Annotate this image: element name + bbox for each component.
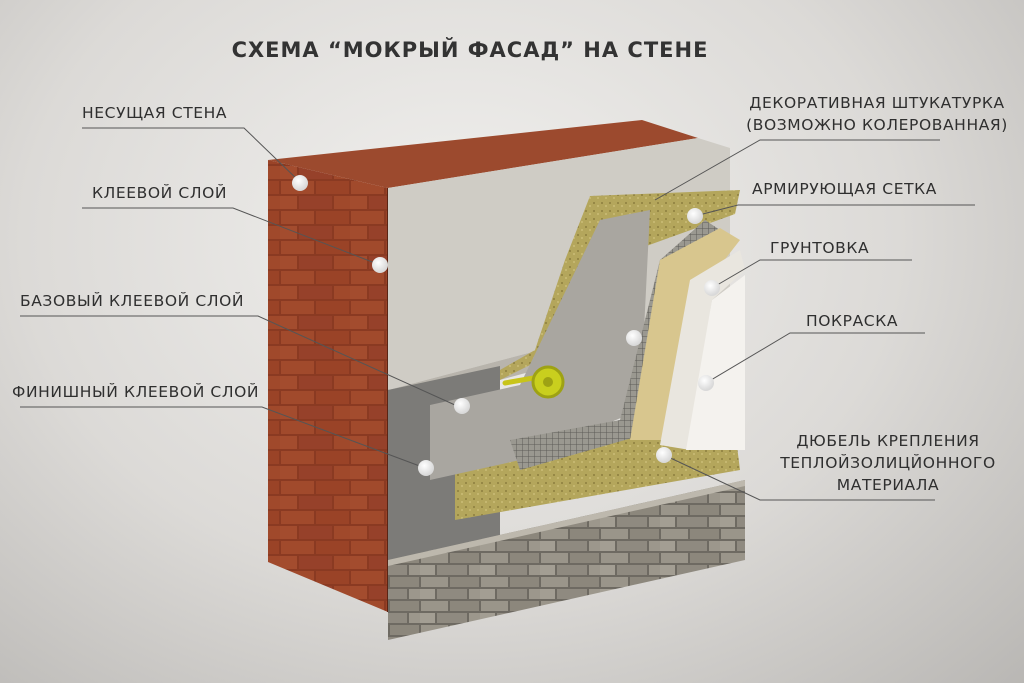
label-decorative-plaster-line2: (ВОЗМОЖНО КОЛЕРОВАННАЯ) bbox=[746, 116, 1008, 134]
callout-dot bbox=[418, 460, 434, 476]
label-dowel-line1: ДЮБЕЛЬ КРЕПЛЕНИЯ bbox=[796, 432, 980, 450]
label-primer: ГРУНТОВКА bbox=[770, 239, 870, 257]
callout-dot bbox=[372, 257, 388, 273]
label-dowel-line2: ТЕПЛОЙЗОЛИЦЙОННОГО bbox=[780, 454, 996, 472]
base-adhesive-layer bbox=[430, 210, 650, 480]
brick-wall-top bbox=[268, 120, 698, 188]
diagram-title: СХЕМА “МОКРЫЙ ФАСАД” НА СТЕНЕ bbox=[231, 38, 709, 62]
label-paint: ПОКРАСКА bbox=[806, 312, 899, 330]
label-base-adhesive-layer: БАЗОВЫЙ КЛЕЕВОЙ СЛОЙ bbox=[20, 292, 245, 310]
callout-dot bbox=[687, 208, 703, 224]
stone-plinth bbox=[388, 480, 745, 640]
callout-dot bbox=[656, 447, 672, 463]
label-dowel-line3: МАТЕРИАЛА bbox=[836, 476, 940, 494]
callout-dots bbox=[292, 175, 720, 476]
label-finish-adhesive-layer: ФИНИШНЫЙ КЛЕЕВОЙ СЛОЙ bbox=[12, 383, 260, 401]
callout-dot bbox=[626, 330, 642, 346]
label-decorative-plaster-line1: ДЕКОРАТИВНАЯ ШТУКАТУРКА bbox=[749, 94, 1005, 112]
label-dowel: ДЮБЕЛЬ КРЕПЛЕНИЯ ТЕПЛОЙЗОЛИЦЙОННОГО МАТЕ… bbox=[770, 430, 1006, 496]
callout-dot bbox=[454, 398, 470, 414]
paint-layer bbox=[686, 275, 745, 450]
label-reinforcing-mesh: АРМИРУЮЩАЯ СЕТКА bbox=[752, 180, 937, 198]
callout-dot bbox=[292, 175, 308, 191]
label-decorative-plaster: ДЕКОРАТИВНАЯ ШТУКАТУРКА (ВОЗМОЖНО КОЛЕРО… bbox=[732, 92, 1022, 136]
label-adhesive-layer: КЛЕЕВОЙ СЛОЙ bbox=[92, 184, 228, 202]
primer-layer bbox=[660, 250, 745, 450]
brick-wall-front bbox=[268, 160, 388, 612]
callout-dot bbox=[698, 375, 714, 391]
label-load-bearing-wall: НЕСУЩАЯ СТЕНА bbox=[82, 104, 228, 122]
callout-dot bbox=[704, 280, 720, 296]
leader-lines bbox=[20, 127, 975, 501]
